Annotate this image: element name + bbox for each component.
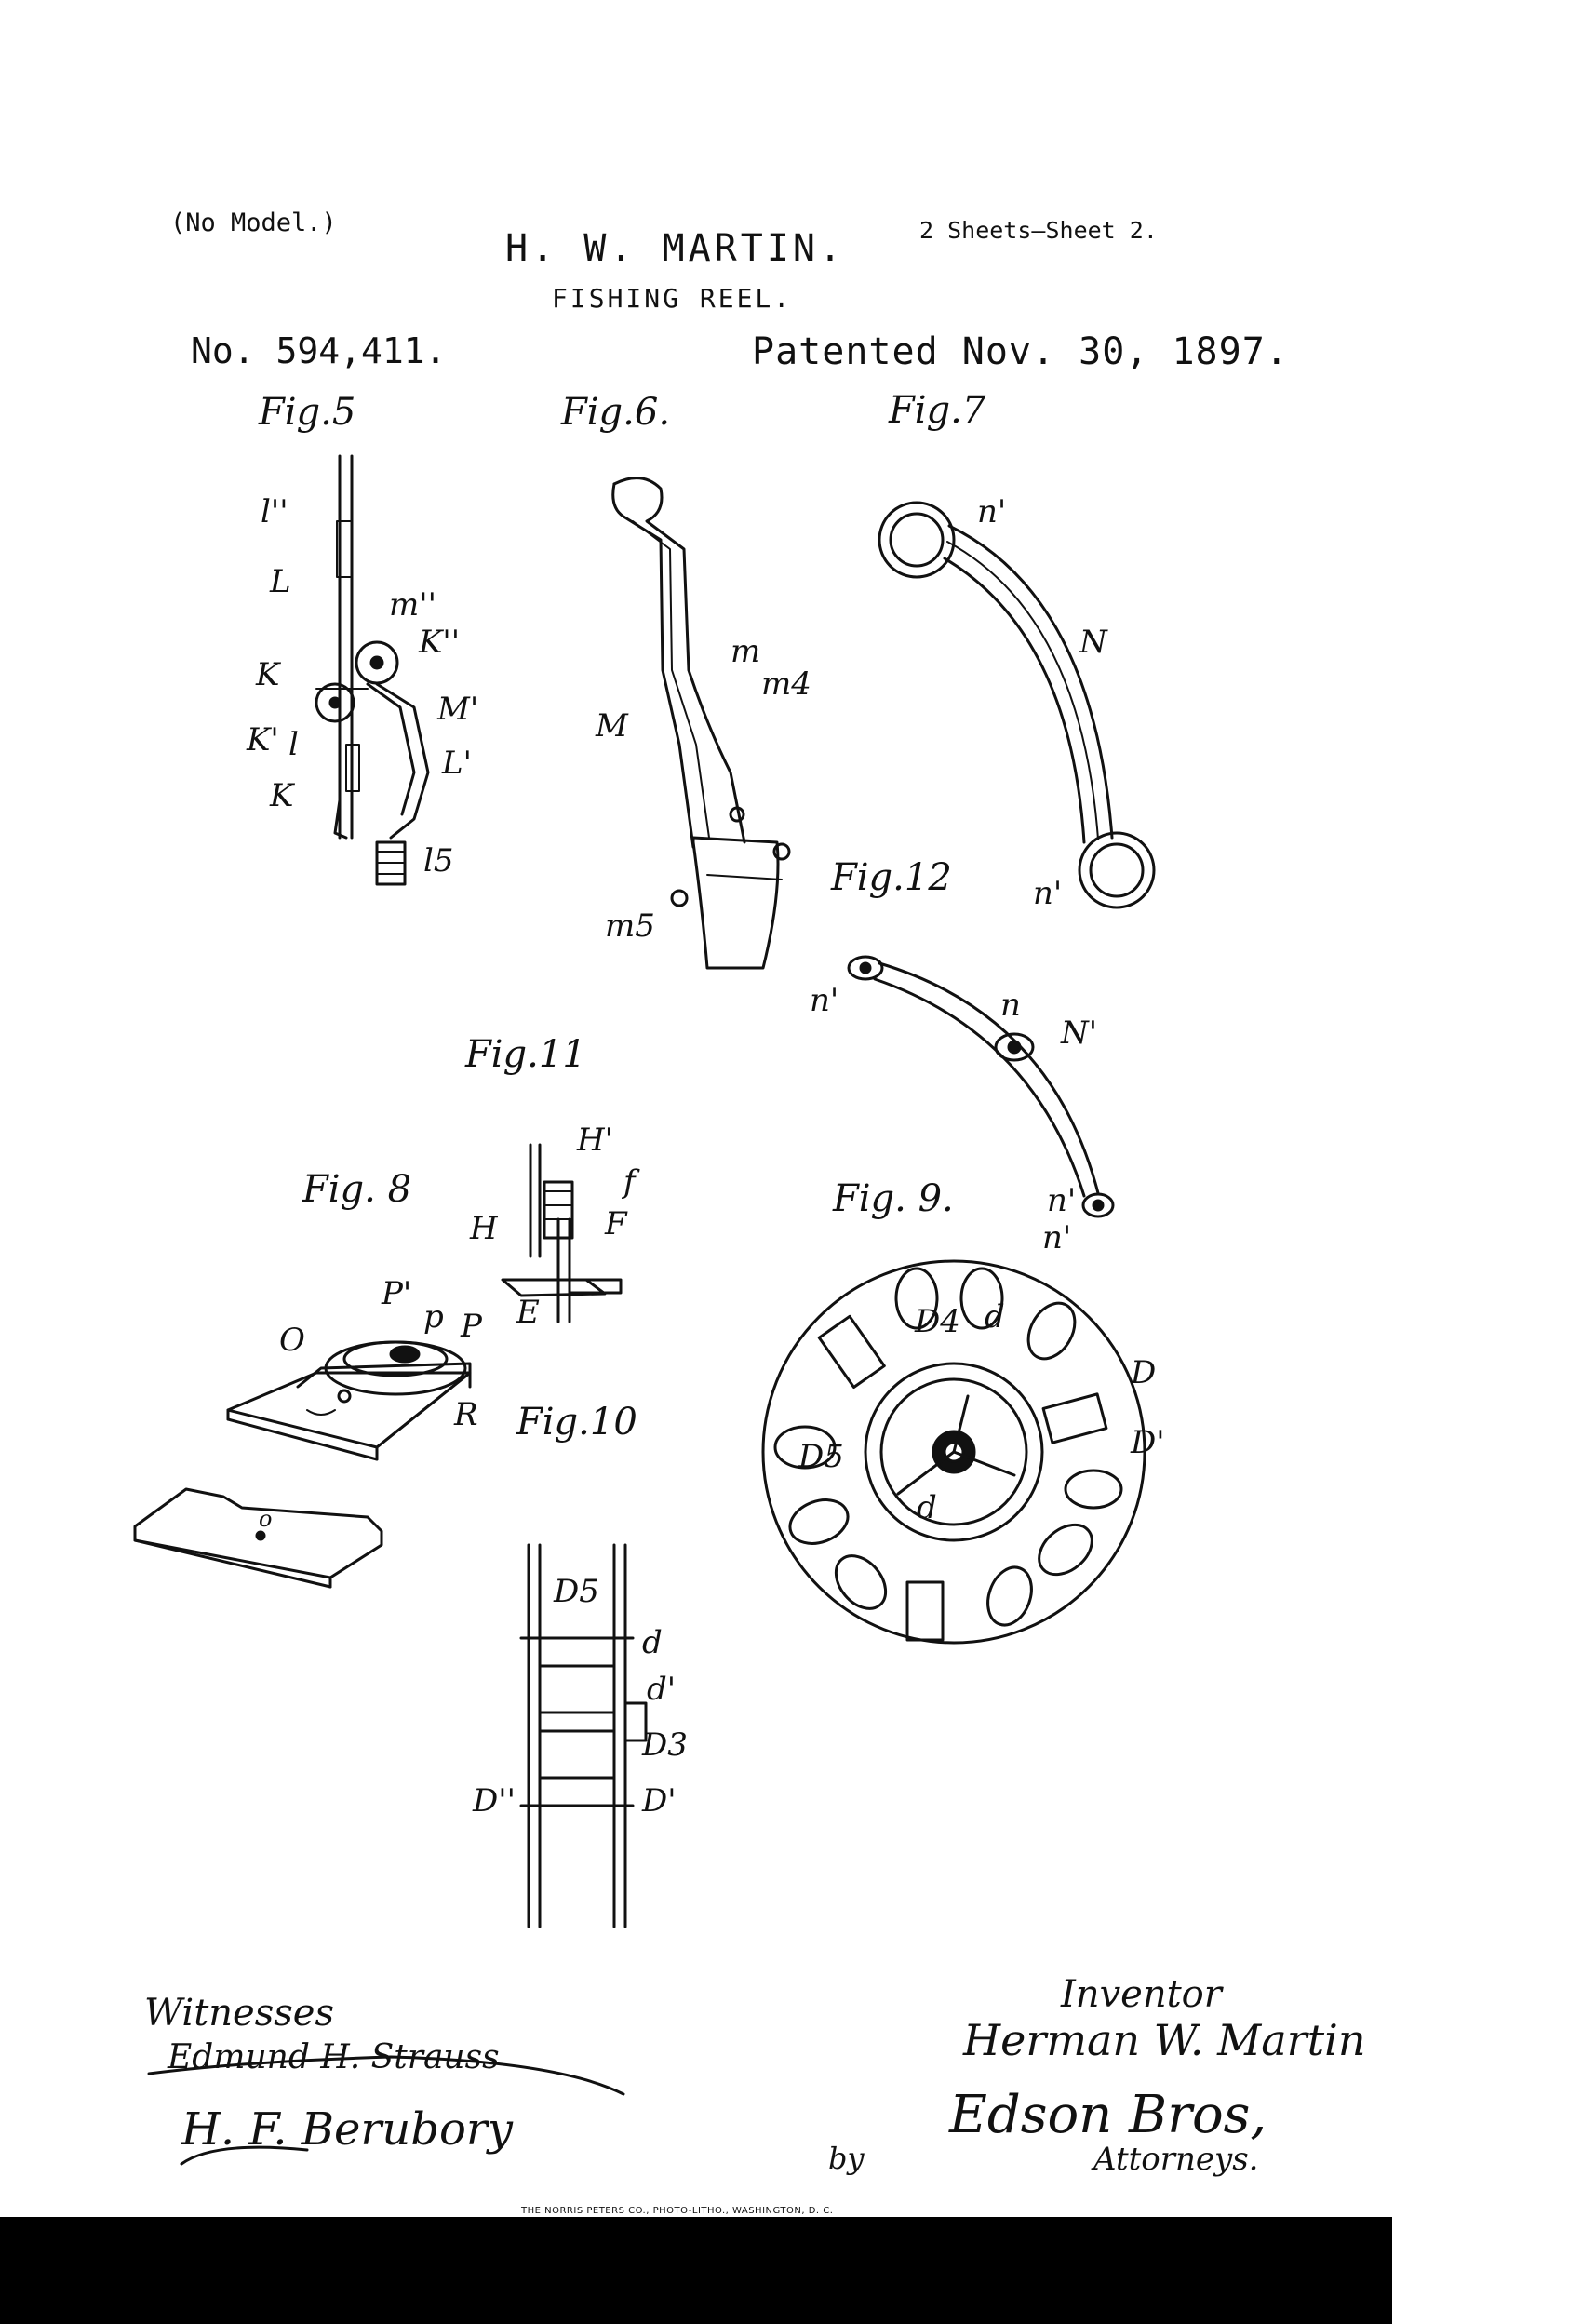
part-label: M' — [437, 691, 479, 728]
part-label: m — [731, 633, 761, 670]
witness-signature-1: Edmund H. Strauss — [168, 2038, 500, 2076]
figure-9-drawing — [761, 1259, 1146, 1645]
figure-5-drawing — [315, 454, 430, 886]
part-label: D3 — [642, 1726, 688, 1764]
part-label: d' — [647, 1671, 677, 1708]
part-label: d — [917, 1489, 937, 1526]
part-label: o — [259, 1506, 273, 1532]
part-label: n' — [977, 493, 1007, 531]
scan-bottom-bar — [0, 2217, 1392, 2324]
fig9-label: Fig. 9. — [833, 1177, 954, 1220]
patent-number: No. 594,411. — [191, 330, 447, 371]
model-note: (No Model.) — [170, 208, 337, 237]
part-label: E — [516, 1294, 540, 1331]
part-label: D5 — [554, 1573, 599, 1610]
part-label: m5 — [605, 907, 655, 945]
figure-8-drawing — [226, 1340, 472, 1461]
inventor-signature: Herman W. Martin — [963, 2015, 1366, 2065]
part-label: K'' — [419, 624, 461, 661]
part-label: O — [279, 1322, 305, 1359]
part-label: H' — [577, 1122, 613, 1159]
part-label: H — [470, 1210, 498, 1247]
part-label: m'' — [389, 586, 436, 624]
printer-imprint-visible: THE NORRIS PETERS CO., PHOTO-LITHO., WAS… — [521, 2206, 834, 2216]
part-label: n' — [1047, 1182, 1077, 1219]
fig7-label: Fig.7 — [889, 389, 986, 432]
figure-11-drawing — [501, 1143, 623, 1323]
part-label: D5 — [798, 1438, 844, 1475]
inventor-name: H. W. MARTIN. — [505, 227, 846, 270]
witness-underline — [180, 2145, 309, 2166]
attorneys-label: Attorneys. — [1093, 2141, 1259, 2178]
fig11-label: Fig.11 — [465, 1033, 586, 1076]
part-label: M — [596, 707, 628, 745]
part-label: R — [454, 1396, 478, 1433]
figure-12-drawing — [847, 955, 1115, 1218]
patent-title: FISHING REEL. — [552, 283, 793, 314]
figure-6-drawing — [611, 477, 791, 970]
part-label: N — [1079, 624, 1107, 661]
part-label: L' — [442, 745, 472, 782]
fig8-label: Fig. 8 — [302, 1168, 412, 1211]
part-label: D'' — [473, 1782, 516, 1820]
part-label: P' — [382, 1275, 412, 1312]
part-label: m4 — [761, 665, 811, 703]
figure-10-drawing — [133, 1487, 648, 1928]
part-label: K — [270, 777, 294, 814]
part-label: F — [605, 1205, 627, 1243]
part-label: P — [461, 1308, 482, 1345]
part-label: N' — [1061, 1014, 1098, 1052]
part-label: L — [270, 563, 291, 600]
witness-signature-2: H. F. Berubory — [181, 2103, 513, 2156]
inventor-label: Inventor — [1061, 1973, 1222, 2016]
part-label: n' — [810, 982, 839, 1019]
part-label: n — [1000, 987, 1021, 1024]
witness-flourish-line — [147, 2055, 625, 2096]
part-label: n' — [1033, 875, 1063, 912]
part-label: K — [256, 656, 280, 693]
fig6-label: Fig.6. — [561, 391, 671, 434]
figure-7-drawing — [878, 501, 1156, 909]
part-label: l'' — [261, 493, 288, 531]
part-label: d — [985, 1298, 1005, 1336]
fig5-label: Fig.5 — [259, 391, 356, 434]
part-label: D — [1131, 1354, 1157, 1391]
part-label: l — [288, 726, 299, 763]
fig12-label: Fig.12 — [831, 856, 952, 899]
part-label: D' — [642, 1782, 677, 1820]
attorneys-signature: Edson Bros, — [949, 2085, 1267, 2145]
fig10-label: Fig.10 — [516, 1401, 637, 1444]
part-label: f — [623, 1163, 636, 1201]
sheet-number: 2 Sheets—Sheet 2. — [919, 217, 1158, 244]
part-label: l5 — [423, 842, 454, 880]
witnesses-label: Witnesses — [144, 1992, 334, 2035]
by-label: by — [828, 2141, 865, 2176]
part-label: n' — [1042, 1219, 1072, 1256]
part-label: p — [423, 1298, 444, 1336]
part-label: d — [642, 1624, 663, 1661]
part-label: K' — [247, 721, 279, 759]
part-label: D4 — [915, 1303, 960, 1340]
patent-date: Patented Nov. 30, 1897. — [752, 330, 1289, 373]
part-label: D' — [1131, 1424, 1165, 1461]
